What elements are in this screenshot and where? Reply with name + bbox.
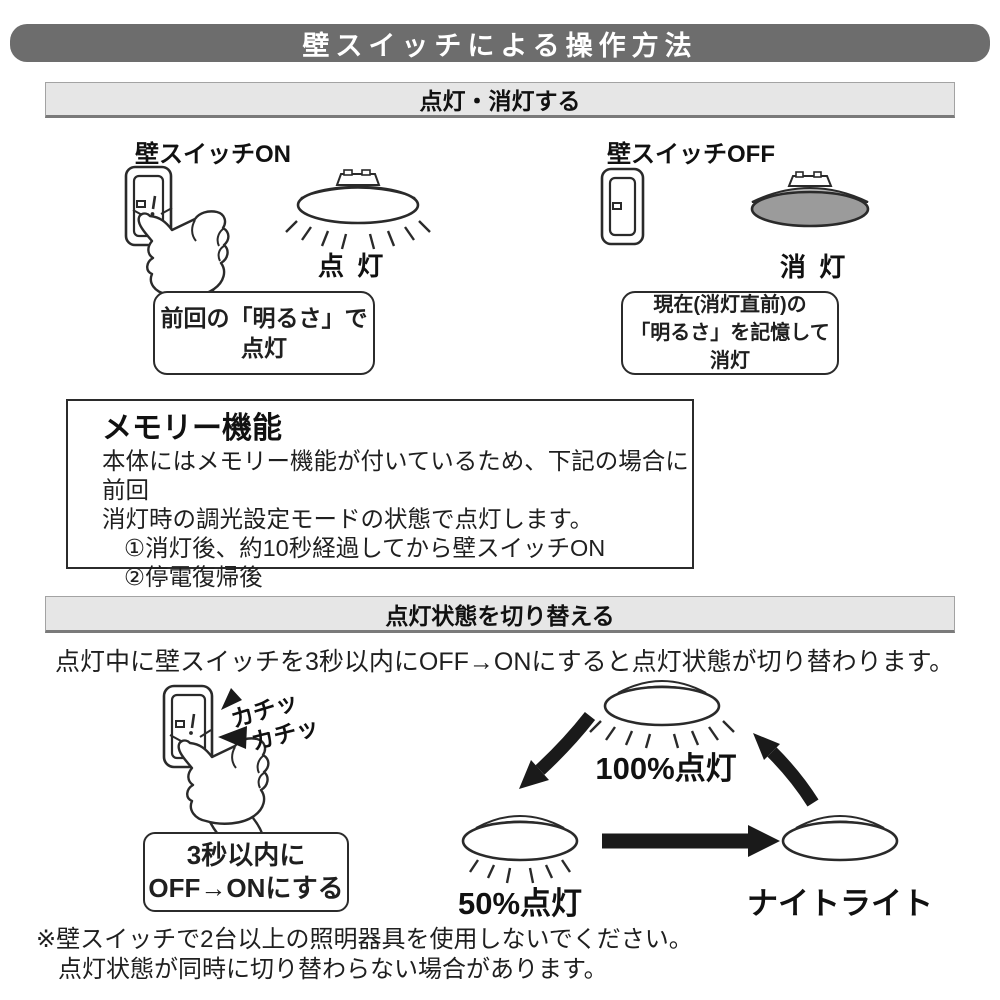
arrowhead-icon xyxy=(519,760,549,789)
note-line: 現在(消灯直前)の xyxy=(653,294,807,316)
note-line: 前回の「明るさ」で xyxy=(160,305,368,331)
off-memory-note-box: 現在(消灯直前)の 「明るさ」を記憶して消灯 xyxy=(621,291,839,375)
lamp-off-icon xyxy=(750,171,870,228)
state-label-night: ナイトライト xyxy=(747,886,933,921)
note-line: 点灯 xyxy=(241,335,287,361)
lamp-100-icon xyxy=(589,680,735,749)
memory-box-title: メモリー機能 xyxy=(102,412,282,445)
on-memory-note-box: 前回の「明るさ」で 点灯 xyxy=(153,291,375,375)
lamp-on-icon xyxy=(285,169,431,250)
note-line: OFF→ONにする xyxy=(148,873,344,903)
lamp-on-label: 点 灯 xyxy=(318,251,387,281)
toggle-action-note-box: 3秒以内に OFF→ONにする xyxy=(143,832,349,912)
section-header-toggle: 点灯状態を切り替える xyxy=(45,596,955,633)
light-rays-icon xyxy=(469,859,571,884)
memory-box-item: ②停電復帰後 xyxy=(124,564,263,590)
lamp-night-icon xyxy=(781,815,899,862)
click-flash-icon xyxy=(218,688,247,749)
light-rays-icon xyxy=(589,720,735,749)
note-line: 3秒以内に xyxy=(186,840,306,870)
arrowhead-icon xyxy=(748,825,780,857)
arrowhead-icon xyxy=(753,733,780,760)
wall-switch-off-icon xyxy=(600,167,645,246)
memory-box-text: 本体にはメモリー機能が付いているため、下記の場合に前回 xyxy=(102,448,689,503)
footnote-line2: 点灯状態が同時に切り替わらない場合があります。 xyxy=(58,956,608,983)
switch-off-label: 壁スイッチOFF xyxy=(607,141,775,168)
arrow-night-to-100-icon xyxy=(767,747,819,807)
section-header-label: 点灯状態を切り替える xyxy=(385,602,615,629)
switch-on-label: 壁スイッチON xyxy=(135,141,291,168)
section-header-on-off: 点灯・消灯する xyxy=(45,82,955,118)
state-label-100: 100%点灯 xyxy=(595,751,737,786)
section-header-label: 点灯・消灯する xyxy=(419,88,581,114)
state-label-50: 50%点灯 xyxy=(457,886,583,921)
page-title-bar: 壁スイッチによる操作方法 xyxy=(10,24,990,62)
lamp-off-label: 消 灯 xyxy=(780,252,849,282)
footnote-line1: ※壁スイッチで2台以上の照明器具を使用しないでください。 xyxy=(36,926,693,953)
cycle-arrows xyxy=(519,711,819,857)
note-line: 「明るさ」を記憶して消灯 xyxy=(630,322,830,372)
memory-box-item: ①消灯後、約10秒経過してから壁スイッチON xyxy=(124,535,606,561)
lamp-50-icon xyxy=(461,815,579,884)
memory-function-box: メモリー機能 本体にはメモリー機能が付いているため、下記の場合に前回 消灯時の調… xyxy=(66,399,694,590)
light-rays-icon xyxy=(285,220,431,250)
page-title: 壁スイッチによる操作方法 xyxy=(302,30,698,61)
toggle-description: 点灯中に壁スイッチを3秒以内にOFF→ONにすると点灯状態が切り替わります。 xyxy=(55,648,955,676)
memory-box-text: 消灯時の調光設定モードの状態で点灯します。 xyxy=(102,506,594,532)
arrow-100-to-50-icon xyxy=(535,711,596,775)
